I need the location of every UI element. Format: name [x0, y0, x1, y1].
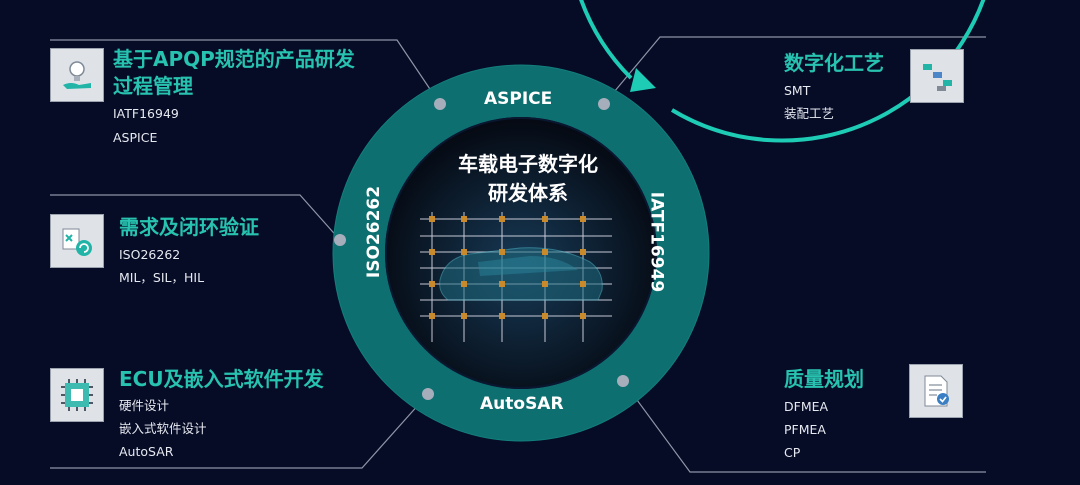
card-digital-item: 装配工艺	[784, 106, 835, 121]
connector-apqp	[50, 39, 441, 105]
card-ecu-item: 嵌入式软件设计	[119, 421, 207, 436]
card-requirements-item: MIL，SIL，HIL	[119, 270, 205, 285]
card-quality-item: PFMEA	[784, 422, 826, 437]
card-quality-title: 质量规划	[784, 367, 864, 391]
card-quality-item: CP	[784, 445, 801, 460]
card-ecu-item: AutoSAR	[119, 444, 174, 459]
certificate-document-icon	[909, 364, 963, 418]
lightbulb-hand-icon	[50, 48, 104, 102]
card-ecu-title: ECU及嵌入式软件开发	[119, 367, 324, 391]
card-requirements-title: 需求及闭环验证	[119, 215, 259, 239]
outer-arc	[579, 0, 986, 143]
ring-label-autosar: AutoSAR	[480, 394, 564, 414]
validation-loop-icon	[50, 214, 104, 268]
ring-label-aspice: ASPICE	[484, 89, 553, 109]
card-apqp-item: IATF16949	[113, 106, 179, 121]
ring-label-iso26262: ISO26262	[364, 185, 385, 279]
card-requirements-item: ISO26262	[119, 247, 181, 262]
digital-grid	[420, 212, 612, 342]
card-apqp-item: ASPICE	[113, 130, 158, 145]
connector-requirements	[50, 194, 341, 241]
connector-quality	[622, 380, 986, 473]
card-digital-item: SMT	[784, 83, 811, 98]
card-apqp-title-line1: 基于APQP规范的产品研发	[113, 47, 355, 71]
center-title-line2: 研发体系	[488, 181, 568, 205]
main-ring	[333, 65, 709, 441]
arc-arrowhead	[630, 68, 656, 92]
connector-ecu	[50, 393, 429, 469]
ring-dots	[334, 98, 629, 400]
card-ecu-item: 硬件设计	[119, 398, 170, 413]
card-quality-item: DFMEA	[784, 399, 829, 414]
center-title: 车载电子数字化 研发体系	[418, 150, 638, 208]
connector-lines	[50, 36, 986, 473]
blocks-icon	[910, 49, 964, 103]
circuit-board-icon	[50, 368, 104, 422]
card-digital-title: 数字化工艺	[784, 51, 884, 75]
connector-digital	[603, 36, 986, 105]
center-title-line1: 车载电子数字化	[458, 152, 598, 176]
ring-label-iatf16949: IATF16949	[646, 191, 667, 293]
card-apqp-title-line2: 过程管理	[113, 74, 193, 98]
